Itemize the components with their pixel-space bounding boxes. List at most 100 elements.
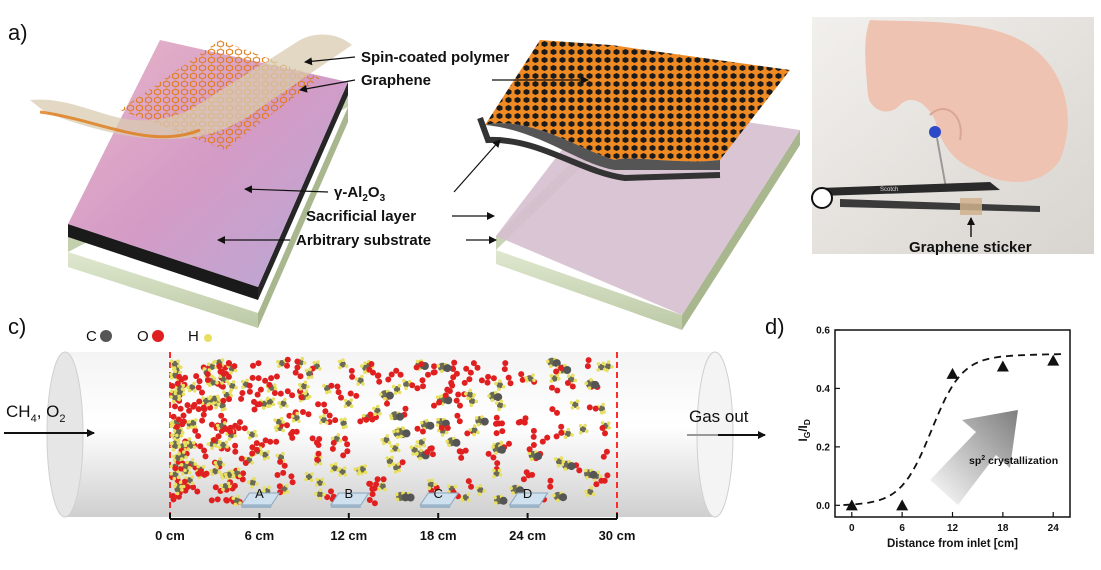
ch4-molecule xyxy=(200,396,212,407)
o2-molecule xyxy=(385,371,395,383)
o2-molecule xyxy=(470,360,481,371)
o2-molecule xyxy=(238,390,246,402)
ch4-molecule xyxy=(186,381,197,393)
crystallization-annotation: sp2 crystallization xyxy=(969,455,1058,467)
ch4-molecule xyxy=(494,399,507,412)
o2-molecule xyxy=(267,438,280,445)
ch4-molecule xyxy=(298,380,310,391)
ch4-molecule xyxy=(304,471,314,483)
o2-molecule xyxy=(328,382,341,390)
o2-molecule xyxy=(366,497,378,507)
callout-sacrificial: Sacrificial layer xyxy=(306,208,416,225)
ch4-molecule xyxy=(231,494,242,507)
ch4-molecule xyxy=(354,374,365,386)
ch4-molecule xyxy=(337,358,349,370)
ch4-molecule xyxy=(290,411,301,424)
o2-molecule xyxy=(199,411,207,424)
legend-h-label: H xyxy=(188,328,199,345)
o2-molecule xyxy=(549,406,560,416)
o2-molecule xyxy=(289,428,296,441)
o2-molecule xyxy=(294,358,301,371)
o2-molecule xyxy=(393,367,404,378)
o2-molecule xyxy=(458,448,465,461)
o2-molecule xyxy=(424,445,435,456)
o2-molecule xyxy=(526,442,537,453)
callout-polymer: Spin-coated polymer xyxy=(361,49,510,66)
ch4-molecule xyxy=(492,468,503,479)
ch4-molecule xyxy=(209,465,222,477)
ch4-molecule xyxy=(584,468,598,480)
oxygen-icon xyxy=(152,330,164,342)
o2-molecule xyxy=(446,382,456,394)
outlet-label: Gas out xyxy=(689,407,749,426)
o2-molecule xyxy=(170,413,182,423)
ch4-molecule xyxy=(304,367,314,380)
y-axis-title: IG/ID xyxy=(798,419,812,441)
sample-slide-a: A xyxy=(240,486,281,508)
o2-molecule xyxy=(553,365,564,375)
o2-molecule xyxy=(419,377,426,390)
sigmoid-fit-line xyxy=(843,353,1062,506)
crystallization-arrow xyxy=(930,410,1018,505)
o2-molecule xyxy=(204,371,211,383)
o2-molecule xyxy=(315,401,328,408)
legend-c-label: C xyxy=(86,328,97,345)
ch4-molecule xyxy=(169,469,181,481)
o2-molecule xyxy=(208,496,221,504)
ch4-molecule xyxy=(329,462,341,473)
ch4-molecule xyxy=(213,457,226,468)
o2-molecule xyxy=(195,384,205,396)
ch4-molecule xyxy=(419,418,435,431)
o2-molecule xyxy=(169,380,181,389)
o2-molecule xyxy=(366,480,376,492)
o2-molecule xyxy=(454,412,463,425)
x-tick-label: 12 xyxy=(947,523,959,534)
atom-legend: C O H xyxy=(86,328,212,345)
o2-molecule xyxy=(268,373,280,382)
o2-molecule xyxy=(363,416,376,423)
ch4-molecule xyxy=(584,486,596,498)
o2-molecule xyxy=(292,369,304,380)
ch4-molecule xyxy=(474,415,489,427)
ch4-molecule xyxy=(584,378,600,390)
callout-leaders xyxy=(217,56,589,244)
ch4-molecule xyxy=(552,491,568,503)
o2-molecule xyxy=(181,478,191,490)
legend-o-label: O xyxy=(137,328,149,345)
ch4-molecule xyxy=(172,425,185,438)
o2-molecule xyxy=(284,356,291,369)
o2-molecule xyxy=(315,436,323,448)
o2-molecule xyxy=(173,421,186,430)
o2-molecule xyxy=(192,427,202,439)
o2-molecule xyxy=(530,427,537,440)
ch4-molecule xyxy=(170,359,181,370)
o2-molecule xyxy=(478,377,491,386)
ch4-molecule xyxy=(389,411,404,421)
o2-molecule xyxy=(249,374,262,382)
ch4-molecule xyxy=(509,484,525,495)
o2-molecule xyxy=(274,469,287,478)
ch4-molecule xyxy=(187,418,198,430)
x-axis-title: Distance from inlet [cm] xyxy=(887,538,1018,550)
o2-molecule xyxy=(324,494,336,503)
ch4-molecule xyxy=(426,478,437,491)
o2-molecule xyxy=(465,478,475,490)
scissors-blade-top xyxy=(820,182,1000,196)
o2-molecule xyxy=(254,386,264,398)
o2-molecule xyxy=(549,384,561,394)
o2-molecule xyxy=(453,397,463,409)
graphene-sticker-photo xyxy=(960,198,982,215)
o2-molecule xyxy=(586,404,599,412)
ch4-molecule xyxy=(459,492,471,503)
distance-label: 18 cm xyxy=(420,528,457,543)
o2-molecule xyxy=(284,388,296,399)
scissors-blade-bottom xyxy=(840,199,1040,212)
o2-molecule xyxy=(564,380,576,390)
o2-molecule xyxy=(249,446,260,457)
sample-slide-c: C xyxy=(419,486,460,508)
ch4-molecule xyxy=(266,396,276,408)
ch4-molecule xyxy=(475,484,487,496)
o2-molecule xyxy=(226,360,238,370)
x-tick-label: 6 xyxy=(899,523,905,534)
o2-molecule xyxy=(485,450,497,461)
